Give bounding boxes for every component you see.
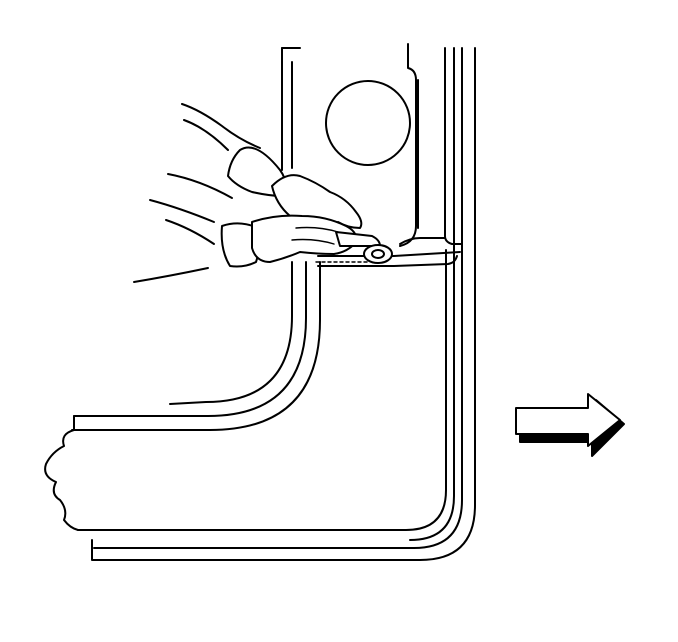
upper-arm-line-2 bbox=[183, 119, 229, 151]
panel-contour-line-2 bbox=[93, 47, 463, 549]
panel-contour-line-4 bbox=[77, 249, 447, 531]
finger-line-2 bbox=[291, 238, 335, 245]
sill-ledge-lower bbox=[317, 255, 458, 267]
pillar-right-step bbox=[444, 47, 463, 245]
hands-holding-tool-icon bbox=[133, 103, 381, 283]
sill-ledge-top bbox=[399, 237, 446, 245]
lower-cuff bbox=[220, 222, 261, 268]
arch-inner-2 bbox=[169, 261, 293, 405]
upper-arm-line-1 bbox=[181, 103, 261, 149]
arch-inner-1 bbox=[73, 261, 307, 417]
pillar-recess bbox=[399, 43, 417, 247]
finger-line-1 bbox=[295, 226, 339, 233]
upper-arm-line-3 bbox=[167, 173, 233, 199]
arch-outer bbox=[71, 261, 321, 431]
tool-body bbox=[335, 231, 381, 247]
lower-arm-line-2 bbox=[165, 219, 215, 245]
panel-broken-edge bbox=[44, 415, 79, 531]
body-panel bbox=[44, 43, 476, 561]
lower-arm-line-3 bbox=[133, 267, 209, 283]
panel-outer-contour bbox=[91, 47, 476, 561]
lower-arm-line-1 bbox=[149, 199, 215, 223]
cutoff-wheel-icon bbox=[363, 244, 393, 264]
upper-cuff bbox=[227, 146, 287, 197]
sill-ledge bbox=[317, 251, 461, 257]
direction-arrow-icon bbox=[515, 393, 625, 457]
access-hole bbox=[325, 80, 411, 166]
panel-contour-line-3 bbox=[409, 47, 455, 541]
